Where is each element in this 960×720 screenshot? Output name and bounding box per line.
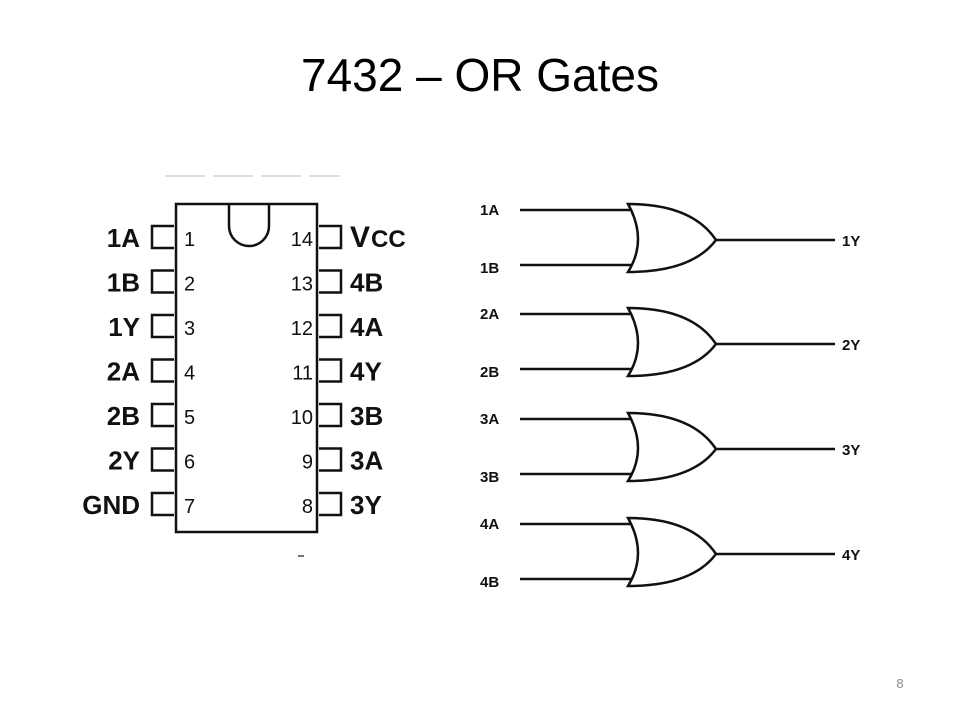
pin-number: 6 <box>184 452 195 474</box>
pin-label: VCC <box>350 221 406 254</box>
pin-pad <box>150 491 174 517</box>
or-gate: 2A 2B 2Y <box>480 306 860 381</box>
pin-pad <box>319 269 343 294</box>
ic-pin-left: 1Y 3 <box>108 312 195 342</box>
gate-input-b-label: 3B <box>480 469 499 486</box>
pin-pad <box>319 402 343 428</box>
pin-label: 2Y <box>108 446 140 476</box>
gate-input-b-label: 1B <box>480 260 499 277</box>
ic-pin-right: 3A 9 <box>302 446 384 476</box>
gate-input-b-label: 2B <box>480 364 499 381</box>
pin-label: 2A <box>107 357 140 387</box>
or-gate: 4A 4B 4Y <box>480 516 860 591</box>
pin-pad <box>319 447 343 472</box>
pin-label: 1B <box>107 268 140 298</box>
gate-output-label: 4Y <box>842 547 860 564</box>
ic-pin-left: 2Y 6 <box>108 446 195 476</box>
gate-output-label: 3Y <box>842 442 860 459</box>
pin-label: 4Y <box>350 357 382 387</box>
pin-pad <box>150 447 174 472</box>
pin-pad <box>150 269 174 294</box>
gate-input-a-label: 2A <box>480 306 499 323</box>
pin-label: 2B <box>107 401 140 431</box>
pin-pad <box>319 358 343 383</box>
pin-number: 9 <box>302 452 313 474</box>
pin-pad <box>319 224 343 250</box>
or-gate-body <box>625 202 718 274</box>
pin-number: 2 <box>184 274 195 296</box>
ic-pin-right: 4A 12 <box>291 312 384 342</box>
pin-number: 1 <box>184 229 195 251</box>
pin-label: 3A <box>350 446 383 476</box>
pin-label: 1A <box>107 223 140 253</box>
pin-number: 4 <box>184 363 195 385</box>
slide-title: 7432 – OR Gates <box>301 49 659 101</box>
ic-body <box>174 202 319 534</box>
pin-label: 4A <box>350 312 383 342</box>
gate-input-b-label: 4B <box>480 574 499 591</box>
ic-pin-right: VCC 14 <box>291 221 406 254</box>
pin-number: 7 <box>184 496 195 518</box>
ic-pin-right: 4B 13 <box>291 268 384 298</box>
gate-input-a-label: 4A <box>480 516 499 533</box>
pin-label: 3Y <box>350 490 382 520</box>
gate-output-label: 1Y <box>842 233 860 250</box>
pin-pad <box>150 224 174 250</box>
pin-number: 10 <box>291 407 313 429</box>
pin-number: 14 <box>291 229 313 251</box>
pin-number: 12 <box>291 318 313 340</box>
pin-number: 8 <box>302 496 313 518</box>
ic-pin-left: GND 7 <box>82 490 195 520</box>
pin-pad <box>319 491 343 517</box>
ic-pin-right: 3B 10 <box>291 401 384 431</box>
ic-pin-left: 2B 5 <box>107 401 195 431</box>
or-gate-body <box>625 306 718 378</box>
gate-input-a-label: 3A <box>480 411 499 428</box>
pin-pad <box>319 313 343 339</box>
ic-pin-left: 1A 1 <box>107 223 195 253</box>
ic-chip <box>165 175 340 557</box>
or-gate: 1A 1B 1Y <box>480 202 860 277</box>
ic-notch <box>227 205 271 248</box>
page-number: 8 <box>896 676 904 691</box>
ic-pin-right: 3Y 8 <box>302 490 382 520</box>
ic-pin-left: 2A 4 <box>107 357 195 387</box>
pin-label: GND <box>82 490 140 520</box>
or-gates: 1A 1B 1Y 2A 2B 2Y 3A 3B 3Y 4A 4B 4Y <box>480 202 860 591</box>
pin-pad <box>150 358 174 383</box>
gate-output-label: 2Y <box>842 337 860 354</box>
pin-label: 3B <box>350 401 383 431</box>
pin-number: 3 <box>184 318 195 340</box>
pin-number: 5 <box>184 407 195 429</box>
or-gate-body <box>625 516 718 588</box>
gate-input-a-label: 1A <box>480 202 499 219</box>
pin-number: 13 <box>291 274 313 296</box>
ic-right-pins: VCC 14 4B 13 4A 12 4Y 11 3B 10 3A 9 3Y 8 <box>291 221 406 520</box>
pin-pad <box>150 313 174 339</box>
or-gate: 3A 3B 3Y <box>480 411 860 486</box>
ic-pin-right: 4Y 11 <box>292 357 382 387</box>
pin-pad <box>150 402 174 428</box>
pin-label: 4B <box>350 268 383 298</box>
or-gate-body <box>625 411 718 483</box>
pin-number: 11 <box>292 363 313 385</box>
ic-pin-left: 1B 2 <box>107 268 195 298</box>
pin-label: 1Y <box>108 312 140 342</box>
